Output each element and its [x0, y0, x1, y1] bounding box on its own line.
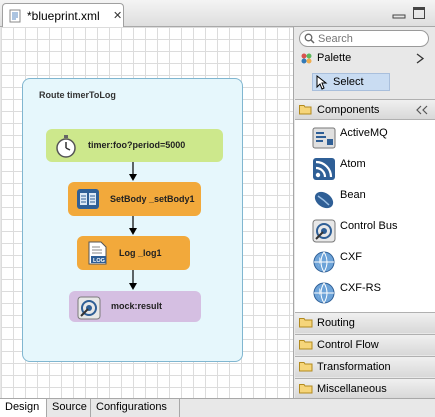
component-list[interactable]: ActiveMQ Atom Bean C: [295, 120, 435, 312]
component-bean[interactable]: Bean: [295, 184, 435, 215]
components-drawer-header[interactable]: Components: [295, 99, 435, 120]
log-file-icon: LOG: [88, 241, 107, 265]
component-label: CXF-RS: [340, 282, 381, 294]
editor-tab-blueprint[interactable]: *blueprint.xml ✕: [2, 3, 124, 27]
minimize-icon[interactable]: [392, 6, 406, 20]
arrow-cursor-icon: [316, 75, 328, 90]
palette-header[interactable]: Palette: [295, 50, 435, 68]
palette-panel: Palette Select Components ActiveMQ: [295, 27, 435, 398]
component-label: CXF: [340, 251, 362, 263]
log-node-label: Log _log1: [119, 248, 162, 258]
select-tool-label: Select: [333, 76, 364, 88]
tab-design[interactable]: Design: [0, 399, 47, 417]
component-label: Atom: [340, 158, 366, 170]
log-node[interactable]: LOG Log _log1: [77, 236, 190, 270]
search-icon: [304, 33, 315, 44]
stopwatch-icon: [56, 135, 76, 158]
atom-feed-icon: [313, 158, 335, 180]
drawer-label: Control Flow: [317, 339, 379, 351]
flow-arrow: [129, 270, 137, 290]
folder-icon: [299, 318, 313, 328]
mock-node[interactable]: mock:result: [69, 291, 201, 322]
svg-text:LOG: LOG: [93, 258, 105, 264]
component-label: Bean: [340, 189, 366, 201]
setbody-node[interactable]: SetBody _setBody1: [68, 182, 201, 216]
control-bus-icon: [312, 219, 336, 243]
folder-icon: [299, 340, 313, 350]
folder-open-icon: [299, 105, 312, 115]
globe-icon: [313, 282, 335, 304]
tab-source[interactable]: Source: [47, 399, 91, 417]
route-title: Route timerToLog: [39, 90, 116, 100]
component-cxf-rs[interactable]: CXF-RS: [295, 277, 435, 308]
close-tab-icon[interactable]: ✕: [113, 10, 123, 22]
collapse-drawer-icon[interactable]: [416, 105, 428, 115]
mock-node-label: mock:result: [111, 301, 163, 311]
search-input[interactable]: [318, 32, 423, 45]
activemq-icon: [312, 127, 336, 149]
editor-mode-tabs: Design Source Configurations: [0, 398, 435, 417]
palette-search[interactable]: [299, 30, 429, 47]
editor-tab-bar: *blueprint.xml ✕: [0, 0, 435, 27]
design-canvas[interactable]: Route timerToLog timer:foo?period=5000 S…: [1, 27, 294, 398]
timer-node-label: timer:foo?period=5000: [88, 140, 186, 150]
drawer-label: Miscellaneous: [317, 383, 387, 395]
editor-tab-title: *blueprint.xml: [27, 9, 100, 23]
select-tool[interactable]: Select: [312, 73, 390, 91]
folder-icon: [299, 362, 313, 372]
components-label: Components: [317, 104, 380, 116]
drawer-label: Transformation: [317, 361, 391, 373]
drawer-label: Routing: [317, 317, 355, 329]
component-atom[interactable]: Atom: [295, 153, 435, 184]
globe-icon: [313, 251, 335, 273]
setbody-icon: [77, 189, 99, 209]
timer-node[interactable]: timer:foo?period=5000: [46, 129, 223, 162]
setbody-node-label: SetBody _setBody1: [110, 194, 195, 204]
component-label: Control Bus: [340, 220, 398, 232]
maximize-icon[interactable]: [412, 6, 426, 20]
tab-configurations[interactable]: Configurations: [91, 399, 180, 417]
drawer-control-flow[interactable]: Control Flow: [295, 334, 435, 355]
flow-arrow: [129, 162, 137, 181]
drawer-miscellaneous[interactable]: Miscellaneous: [295, 378, 435, 398]
mock-endpoint-icon: [77, 296, 101, 320]
route-container[interactable]: Route timerToLog timer:foo?period=5000 S…: [22, 78, 243, 362]
expand-right-icon[interactable]: [416, 53, 424, 64]
drawer-routing[interactable]: Routing: [295, 312, 435, 333]
component-label: ActiveMQ: [340, 127, 388, 139]
palette-title: Palette: [317, 52, 352, 64]
drawer-transformation[interactable]: Transformation: [295, 356, 435, 377]
component-activemq[interactable]: ActiveMQ: [295, 122, 435, 153]
bean-icon: [314, 191, 334, 209]
xml-file-icon: [9, 9, 21, 23]
component-control-bus[interactable]: Control Bus: [295, 215, 435, 246]
component-cxf[interactable]: CXF: [295, 246, 435, 277]
folder-icon: [299, 384, 313, 394]
flow-arrow: [129, 216, 137, 235]
palette-icon: [301, 53, 312, 64]
